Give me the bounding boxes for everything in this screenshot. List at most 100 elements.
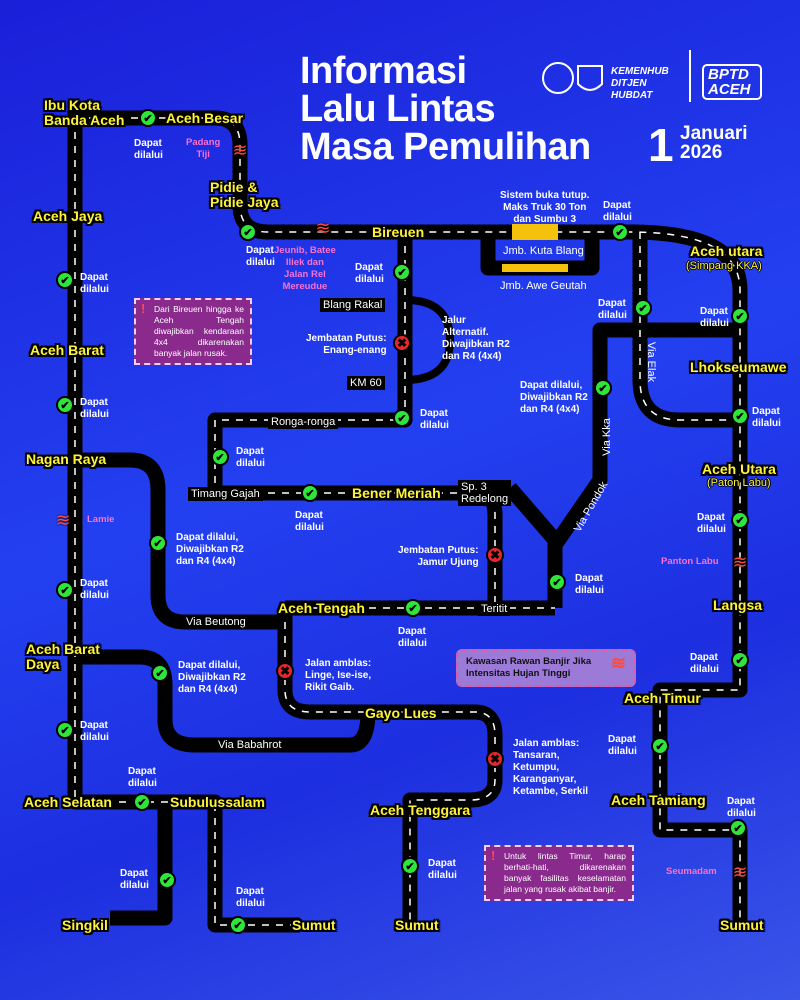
closed-x-icon: ✖	[486, 546, 504, 564]
place-aceh-tengah: Aceh Tengah	[278, 600, 365, 616]
flood-label-lamie: Lamie	[87, 514, 115, 525]
status-ok: Dapat dilalui	[575, 573, 604, 596]
check-icon: ✔	[393, 409, 411, 427]
status-ok: Dapat dilalui	[355, 262, 384, 285]
place-aceh-besar: Aceh Besar	[166, 110, 244, 126]
flood-label-jeunib: Jeunib, Batee Iliek dan Jalan Rel Mereud…	[274, 245, 336, 292]
status-ok: Dapat dilalui	[398, 626, 427, 649]
check-icon: ✔	[731, 511, 749, 529]
status-ok: Dapat dilalui	[690, 652, 719, 675]
place-langsa: Langsa	[713, 597, 763, 613]
status-ok-r2r4: Dapat dilalui, Diwajibkan R2 dan R4 (4x4…	[520, 380, 588, 415]
status-ok: Dapat dilalui	[295, 510, 324, 533]
check-icon: ✔	[634, 299, 652, 317]
status-ok: Dapat dilalui	[80, 272, 109, 295]
closed-x-icon: ✖	[276, 662, 294, 680]
bridge-awe-geutah	[502, 264, 568, 272]
node-km60: KM 60	[347, 376, 385, 390]
status-ok: Dapat dilalui	[420, 408, 449, 431]
place-banda-aceh: Ibu Kota Banda Aceh	[44, 97, 125, 128]
flood-label-seumadam: Seumadam	[666, 866, 717, 877]
place-bireuen: Bireuen	[372, 224, 425, 240]
place-subulussalam: Subulussalam	[170, 794, 265, 810]
place-aceh-selatan: Aceh Selatan	[24, 794, 112, 810]
warning-icon: !	[491, 848, 496, 863]
flood-icon: ≋	[232, 140, 248, 160]
status-ok-r2r4: Dapat dilalui, Diwajibkan R2 dan R4 (4x4…	[176, 532, 244, 567]
date-day: 1	[648, 119, 674, 171]
place-sub-simpang-kka: (Simpang KKA)	[686, 260, 762, 272]
check-icon: ✔	[56, 396, 74, 414]
place-sumut2: Sumut	[395, 917, 439, 933]
place-aceh-tenggara: Aceh Tenggara	[370, 802, 471, 818]
closed-x-icon: ✖	[393, 334, 411, 352]
status-ok: Dapat dilalui	[598, 298, 627, 321]
status-ok: Dapat dilalui	[700, 306, 729, 329]
warning-icon: !	[141, 301, 146, 316]
node-via-kka: Via Kka	[600, 418, 613, 456]
check-icon: ✔	[594, 379, 612, 397]
bridge-kuta-blang	[512, 224, 558, 240]
check-icon: ✔	[404, 599, 422, 617]
place-abdya: Aceh Barat Daya	[26, 641, 100, 672]
flood-icon: ≋	[55, 510, 71, 530]
place-aceh-jaya: Aceh Jaya	[33, 208, 103, 224]
note-lintas-timur: !Untuk lintas Timur, harap berhati-hati,…	[484, 845, 634, 901]
place-sumut3: Sumut	[720, 917, 764, 933]
status-buka-tutup: Sistem buka tutup. Maks Truk 30 Ton dan …	[500, 190, 590, 225]
check-icon: ✔	[651, 737, 669, 755]
check-icon: ✔	[401, 857, 419, 875]
check-icon: ✔	[139, 109, 157, 127]
status-enang: Jembatan Putus: Enang-enang	[306, 333, 387, 356]
bptd-logo: BPTD ACEH	[702, 64, 762, 100]
place-gayo-lues: Gayo Lues	[365, 705, 437, 721]
status-jamur: Jembatan Putus: Jamur Ujung	[398, 545, 479, 568]
check-icon: ✔	[56, 581, 74, 599]
node-via-elak: Via Elak	[645, 341, 658, 383]
aceh-logo	[577, 65, 603, 91]
place-sumut1: Sumut	[292, 917, 336, 933]
flood-label-panton-labu: Panton Labu	[661, 556, 719, 567]
place-bener-meriah: Bener Meriah	[352, 485, 441, 501]
node-via-babahrot: Via Babahrot	[215, 738, 285, 752]
check-icon: ✔	[611, 223, 629, 241]
check-icon: ✔	[158, 871, 176, 889]
place-singkil: Singkil	[62, 917, 108, 933]
node-blang-rakal: Blang Rakal	[320, 298, 386, 312]
check-icon: ✔	[393, 263, 411, 281]
status-ok: Dapat dilalui	[428, 858, 457, 881]
status-ok: Dapat dilalui	[236, 446, 265, 469]
node-via-beutong: Via Beutong	[183, 615, 249, 629]
flood-icon: ≋	[732, 552, 748, 572]
check-icon: ✔	[731, 307, 749, 325]
flood-label-padang-tiji: Padang Tiji	[186, 137, 221, 160]
place-nagan-raya: Nagan Raya	[26, 451, 107, 467]
place-aceh-utara: Aceh utara	[690, 243, 763, 259]
place-pidie: Pidie & Pidie Jaya	[210, 179, 279, 210]
check-icon: ✔	[229, 916, 247, 934]
node-teritit: Teritit	[478, 602, 511, 616]
status-ok-r2r4: Dapat dilalui, Diwajibkan R2 dan R4 (4x4…	[178, 660, 246, 695]
place-aceh-utara2: Aceh Utara	[702, 461, 776, 477]
flood-icon: ≋	[732, 862, 748, 882]
check-icon: ✔	[731, 407, 749, 425]
status-amblas1: Jalan amblas: Linge, Ise-ise, Rikit Gaib…	[305, 658, 372, 693]
node-jmb-awe: Jmb. Awe Geutah	[500, 280, 587, 292]
status-ok: Dapat dilalui	[134, 138, 163, 161]
node-timang: Timang Gajah	[188, 487, 263, 501]
check-icon: ✔	[149, 534, 167, 552]
status-amblas2: Jalan amblas: Tansaran, Ketumpu, Karanga…	[513, 738, 589, 797]
place-aceh-barat: Aceh Barat	[30, 342, 104, 358]
status-ok: Dapat dilalui	[608, 734, 637, 757]
status-ok: Dapat dilalui	[120, 868, 149, 891]
legend-flood: Kawasan Rawan Banjir Jika Intensitas Huj…	[456, 649, 636, 687]
check-icon: ✔	[548, 573, 566, 591]
flood-icon: ≋	[610, 653, 626, 673]
check-icon: ✔	[56, 721, 74, 739]
closed-x-icon: ✖	[486, 750, 504, 768]
check-icon: ✔	[301, 484, 319, 502]
node-sp3: Sp. 3 Redelong	[458, 480, 512, 506]
place-aceh-timur: Aceh Timur	[624, 690, 701, 706]
